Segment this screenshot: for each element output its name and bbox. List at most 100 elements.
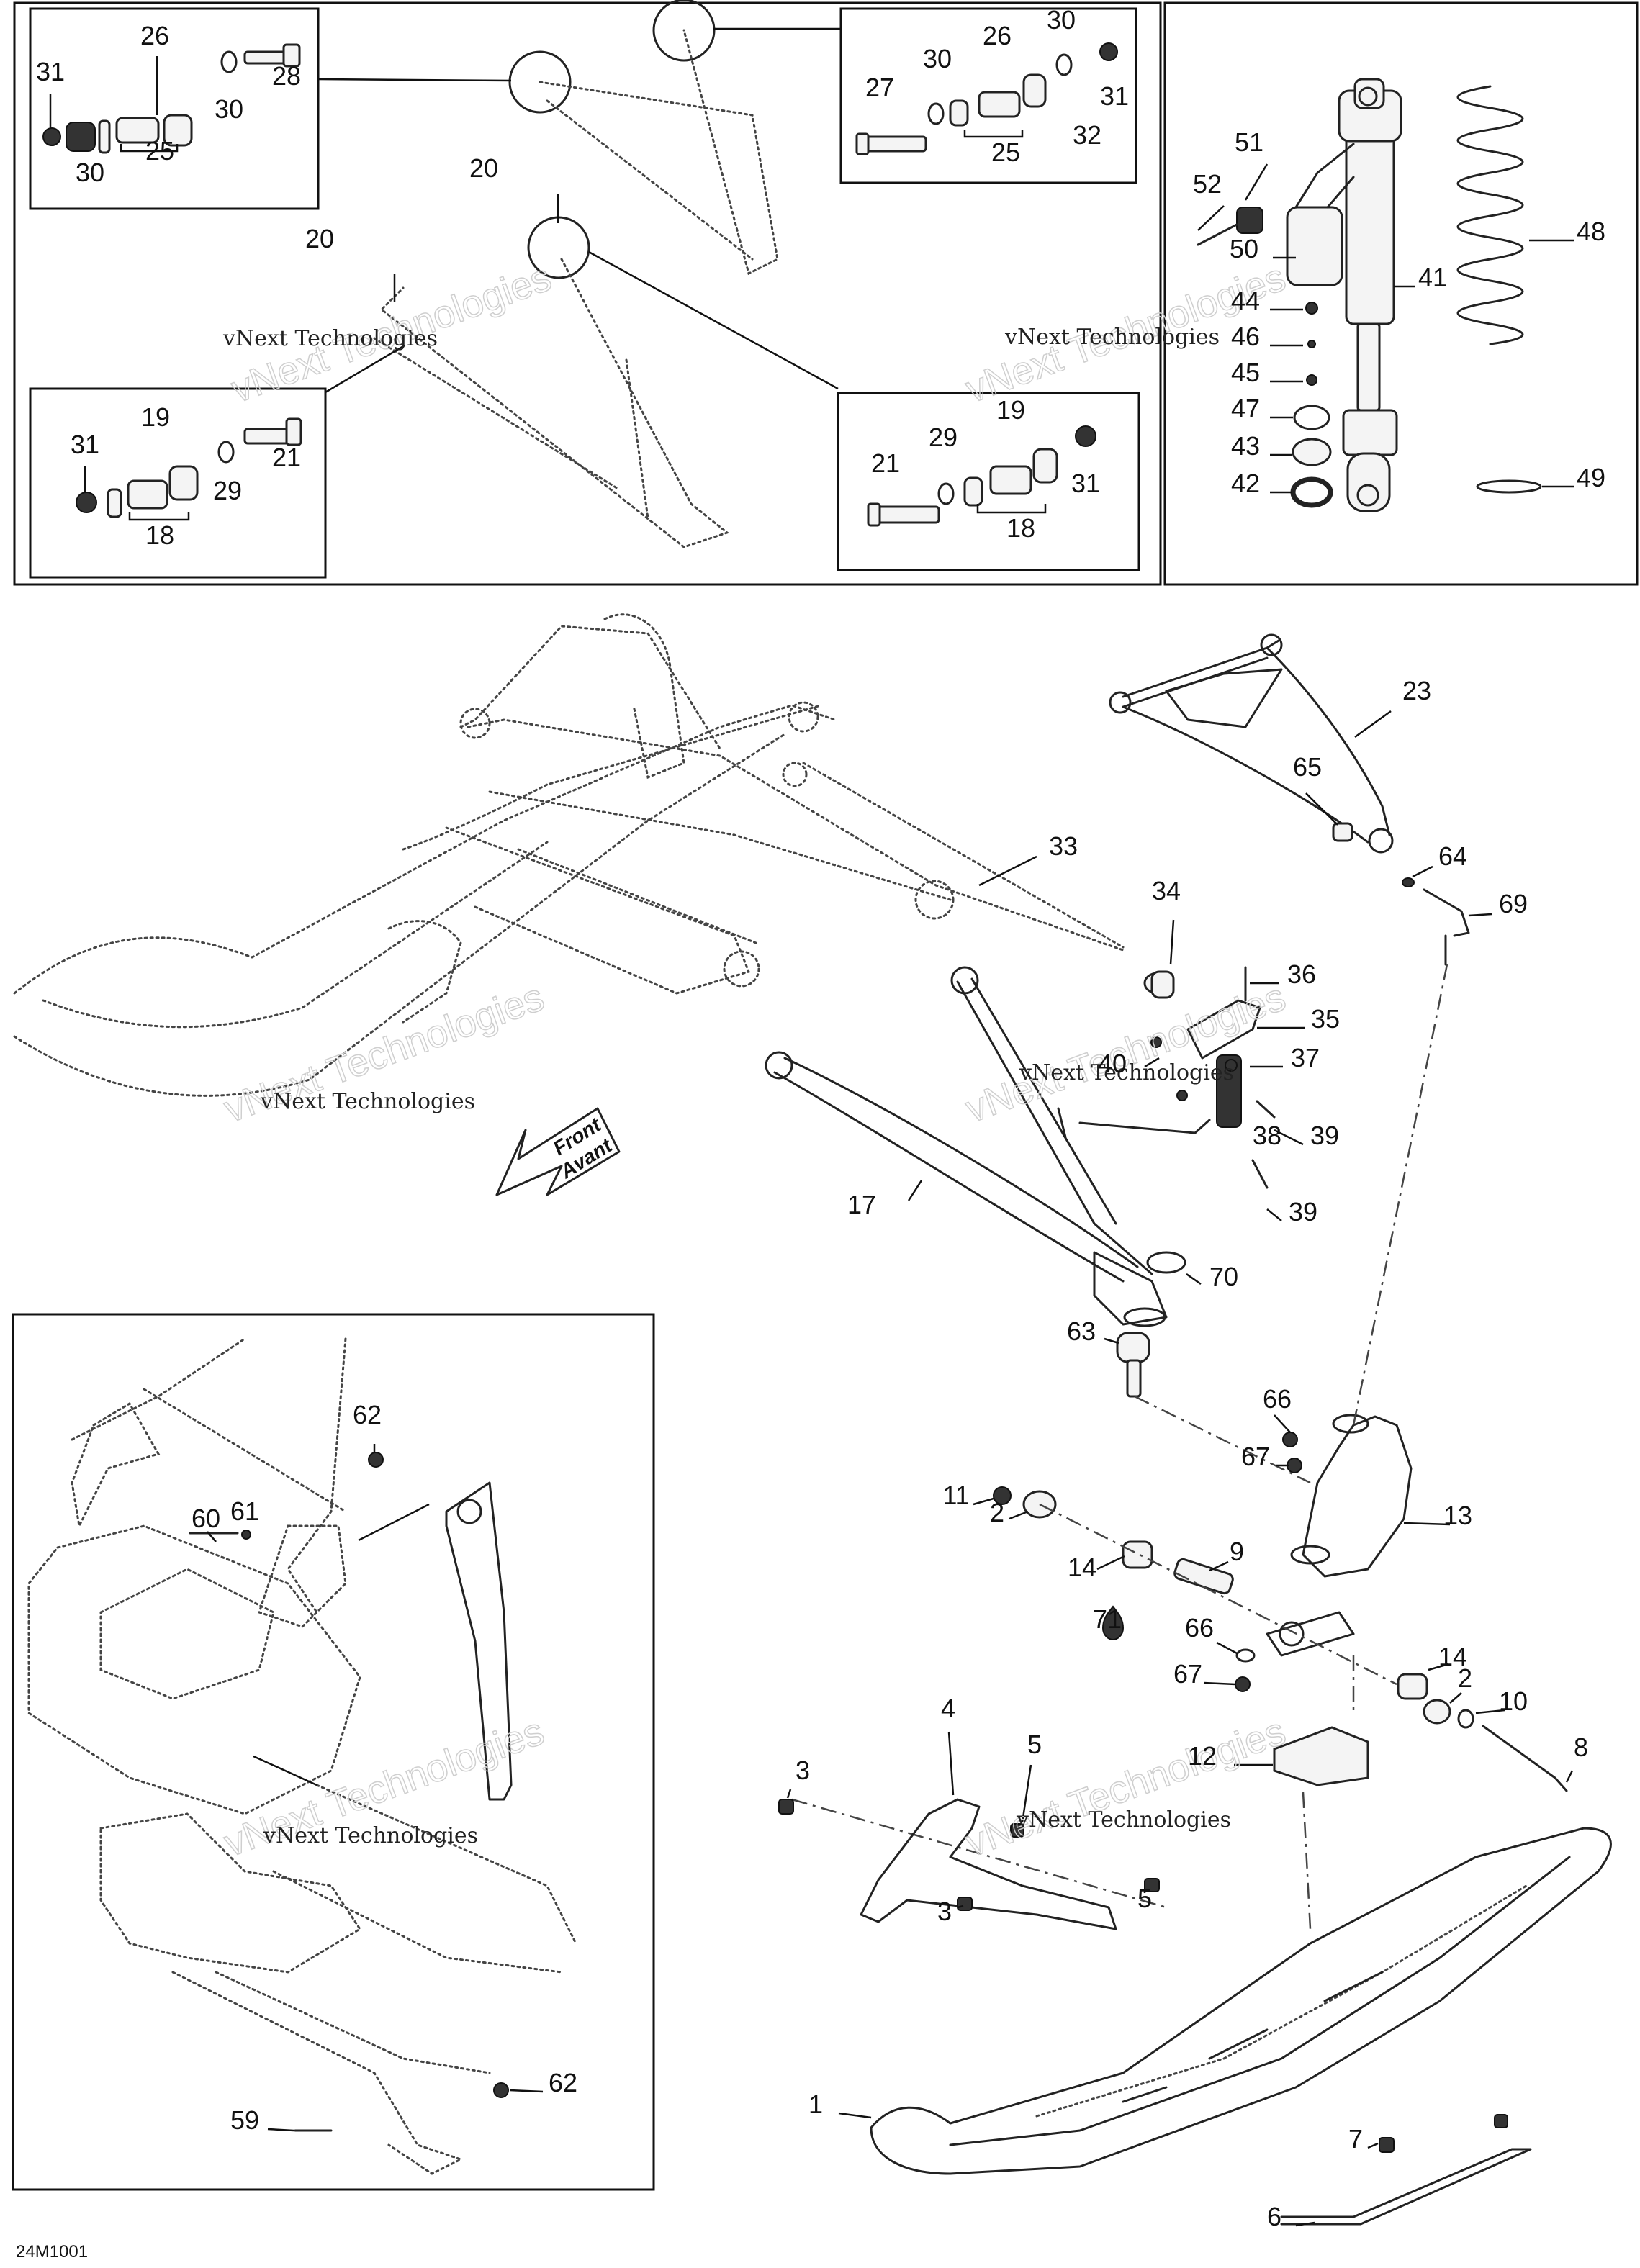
part-number-33: 33 [1049,831,1078,861]
part-number-11: 11 [942,1481,969,1510]
part-number-12: 12 [1188,1741,1217,1771]
part-number-36: 36 [1287,959,1316,989]
ski [778,1731,1612,2227]
part-number-45: 45 [1231,358,1260,387]
part-number-29: 29 [213,476,242,505]
watermark-text: vNext Technologies [260,1089,475,1114]
part-number-52: 52 [1193,169,1222,199]
bushing-top-right [855,42,1118,155]
part-number-5: 5 [1027,1730,1042,1759]
part-number-69: 69 [1499,889,1528,918]
part-number-51: 51 [1235,127,1263,157]
inset-bushing-top-left [29,7,320,210]
part-number-44: 44 [1231,286,1260,315]
part-number-1: 1 [808,2089,823,2119]
watermark-ghost: vNext Technologies [960,1709,1292,1865]
upper-arm-drawing [317,0,841,548]
part-number-63: 63 [1067,1316,1096,1346]
part-number-65: 65 [1293,752,1322,782]
upper-a-arm [1109,633,1492,966]
watermark-text: vNext Technologies [1019,1060,1234,1085]
watermark-text: vNext Technologies [1004,325,1220,350]
part-number-31: 31 [1100,81,1129,111]
part-number-67: 67 [1241,1442,1270,1471]
part-number-20: 20 [469,153,498,183]
frame-upper-arm-detail [13,1,1162,586]
part-number-62: 62 [549,2068,577,2097]
part-number-38: 38 [1253,1121,1281,1150]
inset-bushing-bottom-right [837,392,1140,571]
part-number-30: 30 [76,158,104,187]
tie-rod [802,762,1125,949]
suspension-assembly-dotted [13,613,1125,1097]
part-number-30: 30 [215,94,243,124]
part-number-37: 37 [1291,1043,1320,1072]
part-number-23: 23 [1402,676,1431,705]
part-number-71: 71 [1093,1604,1122,1634]
bushing-bottom-right [867,425,1096,527]
part-number-62: 62 [353,1400,382,1429]
part-number-40: 40 [1098,1049,1127,1078]
spindle [791,964,1574,1930]
bushing-bottom-left [76,417,302,521]
part-number-3: 3 [796,1756,810,1785]
part-number-3: 3 [937,1897,952,1926]
part-number-47: 47 [1231,394,1260,423]
frame-shock-detail [1163,1,1639,586]
part-number-18: 18 [145,520,174,550]
part-number-48: 48 [1577,217,1605,246]
watermarks: vNext Technologies vNext Technologies vN… [218,255,1292,1866]
part-number-19: 19 [996,395,1025,425]
part-number-2: 2 [1458,1663,1472,1693]
part-number-14: 14 [1068,1553,1096,1582]
watermark-text: vNext Technologies [1016,1807,1231,1833]
part-number-35: 35 [1311,1004,1340,1034]
part-number-26: 26 [140,21,169,50]
part-number-70: 70 [1209,1262,1238,1291]
part-number-19: 19 [141,402,170,432]
part-number-61: 61 [230,1496,259,1526]
part-number-31: 31 [71,430,99,459]
part-number-49: 49 [1577,463,1605,492]
part-number-18: 18 [1006,513,1035,543]
part-number-26: 26 [983,21,1012,50]
part-number-27: 27 [865,73,894,102]
rear-view-inset [27,1337,577,2175]
part-number-41: 41 [1418,263,1447,292]
part-number-66: 66 [1185,1613,1214,1643]
part-number-6: 6 [1267,2202,1281,2231]
part-number-31: 31 [1071,469,1100,498]
part-number-4: 4 [941,1694,955,1723]
part-number-17: 17 [847,1190,876,1219]
inset-bushing-bottom-left [29,387,327,579]
part-number-5: 5 [1137,1884,1152,1913]
watermark-text: vNext Technologies [222,326,438,351]
part-number-32: 32 [1073,120,1101,150]
part-number-67: 67 [1173,1659,1202,1689]
part-number-39: 39 [1310,1121,1339,1150]
frame-rear-view [12,1313,655,2191]
part-number-20: 20 [305,224,334,253]
inset-bushing-top-right [839,7,1137,184]
part-number-10: 10 [1499,1686,1528,1716]
part-number-66: 66 [1263,1384,1292,1414]
part-number-39: 39 [1289,1197,1317,1226]
part-number-13: 13 [1443,1501,1472,1530]
part-number-46: 46 [1231,322,1260,351]
part-number-64: 64 [1438,841,1467,871]
part-number-28: 28 [272,61,301,91]
part-number-50: 50 [1230,234,1258,263]
part-number-14: 14 [1438,1642,1467,1671]
part-number-21: 21 [871,448,900,478]
part-number-25: 25 [991,137,1020,167]
part-number-21: 21 [272,443,301,472]
part-number-7: 7 [1348,2124,1363,2154]
bushing-top-left [42,43,301,154]
part-number-30: 30 [1047,5,1076,35]
part-number-29: 29 [929,423,958,452]
part-number-8: 8 [1574,1732,1588,1762]
part-number-25: 25 [145,136,174,166]
lower-a-arm [765,919,1305,1398]
